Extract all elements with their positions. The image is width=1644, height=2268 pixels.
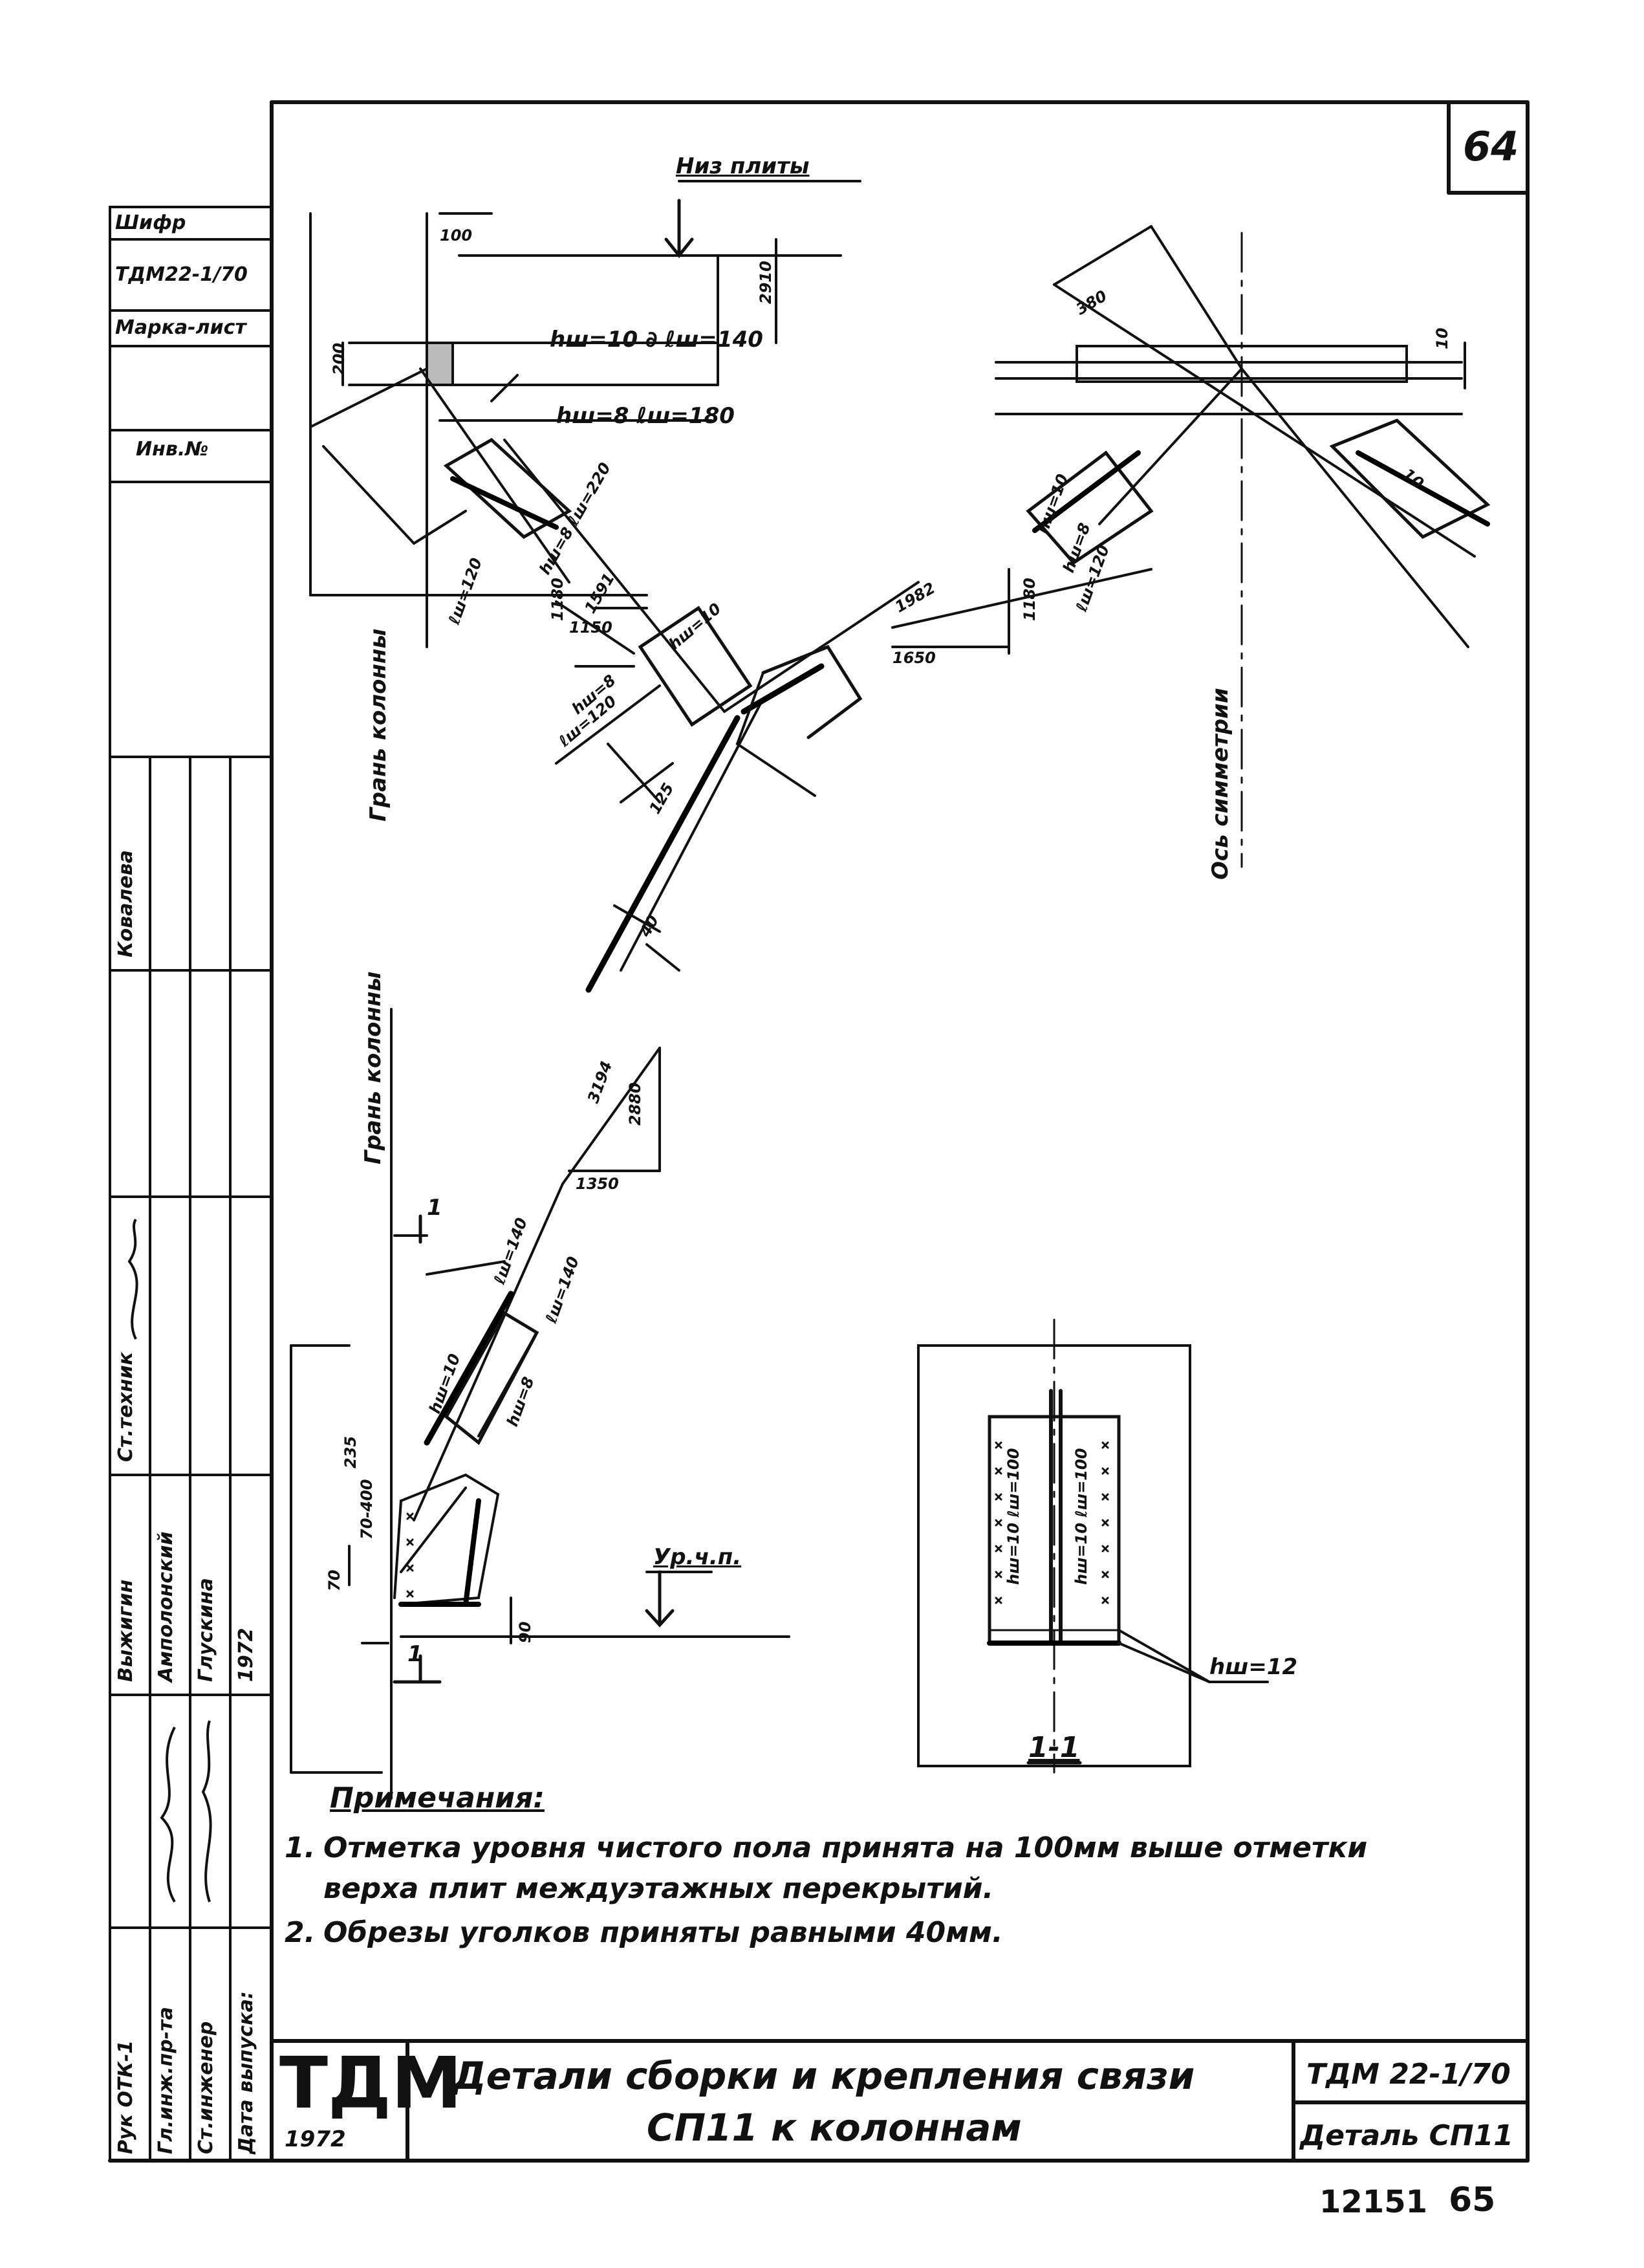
top-right-detail [995, 225, 1491, 868]
section-label: 1-1 [1028, 1731, 1080, 1764]
stamp-mark-sheet: Марка-лист [115, 316, 246, 339]
note-1-number: 1. [285, 1831, 316, 1864]
dim-1350: 1350 [576, 1175, 619, 1193]
page-number-box [1447, 100, 1530, 195]
note-1-text: Отметка уровня чистого пола принята на 1… [323, 1831, 1368, 1864]
note-2-number: 2. [285, 1916, 316, 1949]
weld-marks [406, 1441, 1109, 1604]
dim-70: 70 [325, 1569, 343, 1591]
sheet-title-line-1: Детали сборки и крепления связи [453, 2054, 1195, 2098]
dim-2910: 2910 [757, 261, 775, 304]
floor-level-label: Ур.ч.п. [653, 1544, 742, 1570]
signature-1 [160, 1727, 176, 1903]
stamp-role-senior-eng: Ст.инженер [195, 2021, 217, 2154]
stamp-role-technician: Ст.техник [114, 1352, 137, 1462]
dim-200: 200 [330, 342, 348, 375]
section-1-1 [917, 1318, 1269, 1774]
plate-bottom-label: Низ плиты [676, 153, 810, 179]
stamp-release-year: 1972 [235, 1628, 257, 1683]
signature-3 [127, 1218, 138, 1340]
section-weld-left: hш=10 ℓш=100 [1004, 1448, 1022, 1585]
weld-note-1: hш=10 ∂ ℓш=140 [550, 327, 763, 353]
stamp-role-chief-eng: Гл.инж.пр-та [155, 2007, 177, 2154]
stamp-doc-code: ТДМ22-1/70 [115, 263, 248, 286]
bottom-left-detail [290, 1008, 790, 1800]
dim-100: 100 [440, 226, 473, 245]
stamp-name-technician: Ковалева [114, 850, 137, 957]
stamp-name-2: Амполонский [155, 1531, 177, 1682]
stamp-inventory-number: Инв.№ [136, 438, 209, 461]
stamp-role-release-date: Дата выпуска: [235, 1991, 257, 2154]
signature-2 [201, 1720, 212, 1903]
stamp-name-1: Выжигин [114, 1579, 137, 1682]
stamp-role-qc: Рук ОТК-1 [114, 2040, 137, 2154]
org-logo: ТДМ [279, 2042, 462, 2124]
note-1-text-cont: верха плит междуэтажных перекрытий. [323, 1872, 994, 1905]
cut-mark-bottom: 1 [407, 1641, 423, 1667]
top-left-detail [309, 180, 861, 648]
side-stamp-grid [109, 206, 273, 2162]
dim-90: 90 [516, 1621, 534, 1643]
sheet-title-line-2: СП11 к колоннам [647, 2106, 1022, 2150]
footer-page: 65 [1449, 2181, 1496, 2219]
sheet-name: Деталь СП11 [1300, 2119, 1513, 2152]
note-2-text: Обрезы уголков приняты равными 40мм. [323, 1916, 1003, 1949]
symmetry-axis-label: Ось симметрии [1207, 688, 1233, 880]
dim-2880: 2880 [626, 1082, 644, 1126]
section-weld-right: hш=10 ℓш=100 [1072, 1448, 1090, 1585]
page-number: 64 [1463, 123, 1519, 170]
dim-1150: 1150 [569, 618, 612, 637]
middle-brace-detail [503, 439, 1152, 993]
stamp-name-3: Глускина [195, 1578, 217, 1682]
title-block-grid [270, 2039, 1530, 2163]
column-face-label-bottom: Грань колонны [360, 971, 386, 1164]
column-face-label-top: Грань колонны [365, 628, 391, 822]
section-weld-bottom: hш=12 [1209, 1654, 1298, 1680]
stamp-cipher-label: Шифр [115, 212, 186, 234]
notes-heading: Примечания: [330, 1782, 545, 1815]
dim-235: 235 [341, 1435, 360, 1468]
doc-code: ТДМ 22-1/70 [1306, 2058, 1511, 2091]
footer-code: 12151 [1319, 2184, 1427, 2220]
dim-1180: 1180 [548, 578, 567, 621]
weld-note-2: hш=8 ℓш=180 [556, 403, 735, 429]
cut-mark-top: 1 [427, 1195, 442, 1221]
org-year: 1972 [285, 2126, 346, 2152]
dim-1650: 1650 [892, 649, 936, 667]
dim-1180b: 1180 [1021, 578, 1039, 621]
dim-10: 10 [1433, 327, 1451, 349]
dim-70-400: 70-400 [358, 1479, 376, 1540]
